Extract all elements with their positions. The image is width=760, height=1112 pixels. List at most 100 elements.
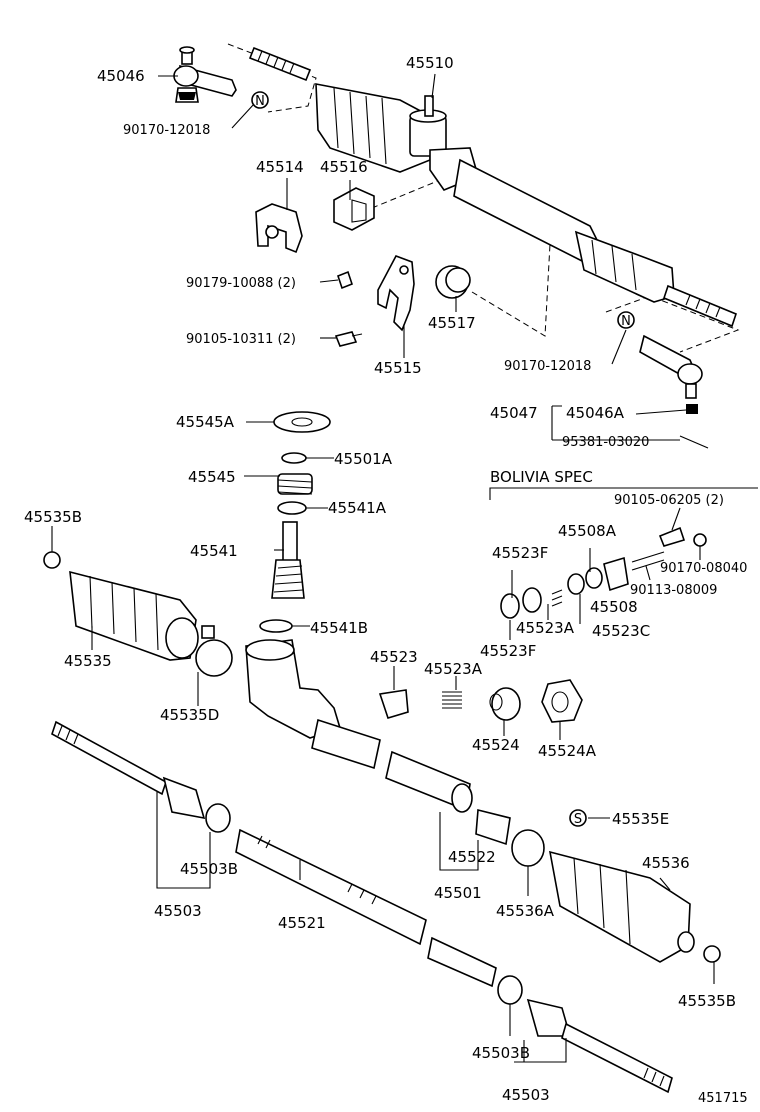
label-45541: 45541 <box>190 542 238 560</box>
rack-bar-45521 <box>235 828 497 988</box>
spring-45523A-center <box>442 691 462 709</box>
label-45524A: 45524A <box>538 742 597 760</box>
svg-text:S: S <box>574 812 582 827</box>
dashed-group-outline-upper-right <box>605 295 740 353</box>
label-45521: 45521 <box>278 914 326 932</box>
locknut-45524A <box>541 679 583 723</box>
label-90179: 90179-10088 (2) <box>186 276 296 291</box>
clamp-45535D <box>195 625 233 677</box>
label-45524: 45524 <box>472 736 520 754</box>
boot-45535 <box>69 570 199 661</box>
upper-rack-boot <box>315 83 431 173</box>
label-45508: 45508 <box>590 598 638 616</box>
label-45515: 45515 <box>374 359 422 377</box>
bearing-45541A <box>277 501 307 515</box>
label-45545: 45545 <box>188 468 236 486</box>
label-45516: 45516 <box>320 158 368 176</box>
leader-lines <box>51 73 715 1063</box>
label-45510: 45510 <box>406 54 454 72</box>
washer-45501A <box>281 452 307 464</box>
bolt-90179 <box>337 270 353 290</box>
bolivia-bracket-line <box>489 487 758 500</box>
label-45522: 45522 <box>448 848 496 866</box>
clip-45535B-top <box>43 551 61 569</box>
label-90170-upper: 90170-12018 <box>123 123 210 138</box>
bolivia-spec-group <box>489 487 758 619</box>
svg-text:N: N <box>621 314 631 329</box>
rack-guide-45523 <box>378 689 409 719</box>
label-45523A-center: 45523A <box>424 660 483 678</box>
label-45503-bottom: 45503 <box>502 1086 550 1104</box>
bolt-90105-upper <box>334 331 363 347</box>
tie-rod-45503-bottom <box>526 998 673 1094</box>
gear-housing-center <box>245 639 341 739</box>
label-45535: 45535 <box>64 652 112 670</box>
housing-tube <box>311 718 381 770</box>
label-45508A: 45508A <box>558 522 617 540</box>
label-45503B-left: 45503B <box>180 860 238 878</box>
label-45503-left: 45503 <box>154 902 202 920</box>
bracket-45514 <box>255 203 303 254</box>
label-45046: 45046 <box>97 67 145 85</box>
upper-right-boot <box>574 230 675 303</box>
label-45535E: 45535E <box>612 810 669 828</box>
label-45541A: 45541A <box>328 499 387 517</box>
label-90170-bolivia: 90170-08040 <box>660 561 747 576</box>
boot-45536 <box>548 850 695 963</box>
tie-rod-end-right <box>639 334 703 414</box>
bushing-45516 <box>333 187 375 231</box>
label-45523C: 45523C <box>592 622 650 640</box>
rack-right-threaded-end <box>663 284 737 328</box>
label-45535B-top: 45535B <box>24 508 82 526</box>
dashed-link-45517 <box>471 243 551 337</box>
label-45046A: 45046A <box>566 404 625 422</box>
label-45047: 45047 <box>490 404 538 422</box>
label-45523F-top: 45523F <box>492 544 548 562</box>
rack-45501 <box>385 750 473 813</box>
spring-plug-45545 <box>277 473 313 495</box>
clip-45535B-bottom <box>703 945 721 963</box>
label-90105-upper: 90105-10311 (2) <box>186 332 296 347</box>
label-45523F-bottom: 45523F <box>480 642 536 660</box>
bracket-45515 <box>377 255 415 332</box>
bushing-45522 <box>475 808 511 846</box>
label-95381: 95381-03020 <box>562 435 649 450</box>
label-45501A: 45501A <box>334 450 393 468</box>
part-labels: 45046 90170-12018 45510 45514 45516 9017… <box>24 54 748 1106</box>
label-45503B-bottom: 45503B <box>472 1044 530 1062</box>
label-45536: 45536 <box>642 854 690 872</box>
s-mark: S <box>569 809 587 827</box>
svg-text:N: N <box>255 94 265 109</box>
n-mark-right: N <box>617 311 635 329</box>
label-45523-center: 45523 <box>370 648 418 666</box>
label-45536A: 45536A <box>496 902 555 920</box>
label-90170-right: 90170-12018 <box>504 359 591 374</box>
bushing-45517 <box>435 265 471 299</box>
tie-rod-45503-left <box>51 720 206 820</box>
label-90113: 90113-08009 <box>630 583 717 598</box>
label-45535B-bottom: 45535B <box>678 992 736 1010</box>
dashed-group-outline-upper-left <box>227 43 317 113</box>
label-45545A: 45545A <box>176 413 235 431</box>
clamp-45536A <box>511 829 545 867</box>
cotter-pin-95381 <box>679 435 709 449</box>
washer-45503B-bottom <box>497 975 523 1005</box>
label-45517: 45517 <box>428 314 476 332</box>
plate-45545A <box>273 411 331 433</box>
dashed-link-bushing <box>371 179 441 209</box>
pinion-45541 <box>271 521 305 599</box>
rack-left-threaded-end <box>248 46 312 82</box>
label-bolivia-spec: BOLIVIA SPEC <box>490 468 593 486</box>
n-mark-upper: N <box>251 91 269 109</box>
figure-number: 451715 <box>698 1091 748 1106</box>
label-90105-bolivia: 90105-06205 (2) <box>614 493 724 508</box>
label-45501: 45501 <box>434 884 482 902</box>
cap-45524 <box>489 687 521 721</box>
bearing-45541B <box>259 619 293 633</box>
washer-45503B-left <box>205 803 231 833</box>
label-45523A-bolivia: 45523A <box>516 619 575 637</box>
tie-rod-end-45046 <box>173 46 237 103</box>
upper-rack-tube <box>453 158 601 263</box>
label-45514: 45514 <box>256 158 304 176</box>
